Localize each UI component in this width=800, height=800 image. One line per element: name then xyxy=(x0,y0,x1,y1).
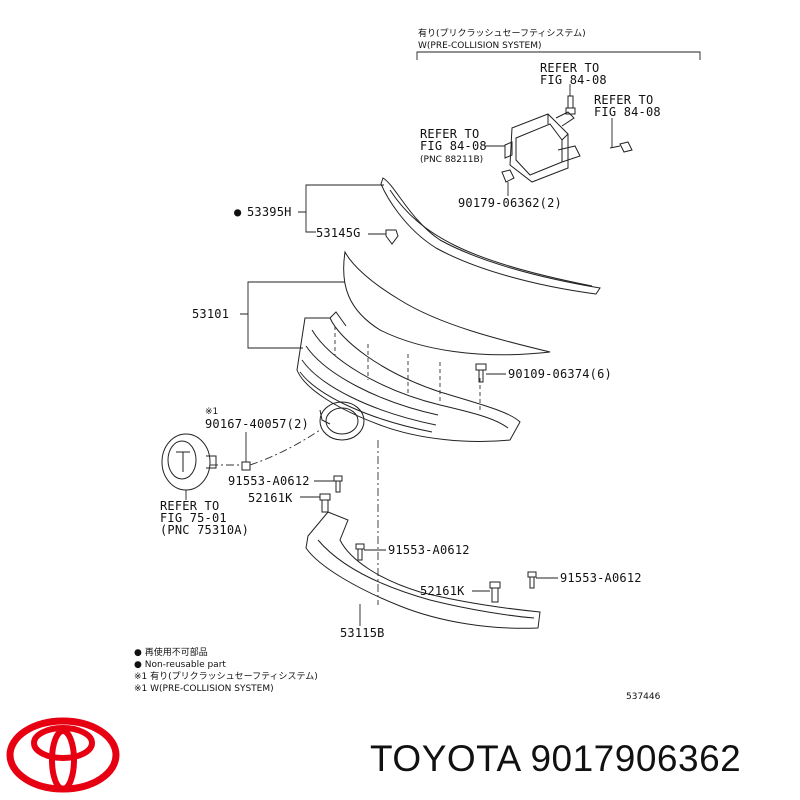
sensor-bolt-right xyxy=(609,141,633,153)
refer-left-line2: FIG 84-08 xyxy=(420,139,487,153)
bracket-52161k-a xyxy=(319,493,331,513)
part-52161k-a-label: 52161K xyxy=(248,491,293,505)
part-9010906374-label: 90109-06374(6) xyxy=(508,367,612,381)
clip-53145g xyxy=(385,229,399,245)
refer-emblem-line2: FIG 75-01 xyxy=(160,511,227,525)
grille-cover-part xyxy=(343,250,551,356)
screw-91553-c xyxy=(527,571,537,589)
part-53115b-label: 53115B xyxy=(340,626,385,640)
legend-line1: ● 再使用不可部品 xyxy=(134,646,208,658)
refer-right-line1: REFER TO xyxy=(594,93,653,107)
part-53101-label: 53101 xyxy=(192,307,229,321)
part-9017906362-label: 90179-06362(2) xyxy=(458,196,562,210)
radar-sensor-part xyxy=(504,111,581,183)
legend-line3: ※1 有り(プリクラッシュセーフティシステム) xyxy=(134,670,318,682)
part-91553-c-label: 91553-A0612 xyxy=(560,571,642,585)
legend-line2: ● Non-reusable part xyxy=(134,660,226,670)
sensor-bolt-top xyxy=(565,95,576,115)
bracket-53395h xyxy=(298,184,384,233)
screw-91553-b xyxy=(355,543,365,561)
screw-91553-a xyxy=(333,475,343,493)
part-52161k-b-label: 52161K xyxy=(420,584,465,598)
bracket-53101 xyxy=(240,281,345,349)
part-91553-a-label: 91553-A0612 xyxy=(228,474,310,488)
condition-en-label: W(PRE-COLLISION SYSTEM) xyxy=(418,41,542,51)
upper-molding-part xyxy=(380,177,601,295)
refer-left-line1: REFER TO xyxy=(420,127,479,141)
diagram-id: 537446 xyxy=(626,692,661,702)
emblem-to-grille-line xyxy=(249,429,321,466)
refer-emblem-line1: REFER TO xyxy=(160,499,219,513)
grille-emblem-ring xyxy=(319,401,365,441)
refer-top-line2: FIG 84-08 xyxy=(540,73,607,87)
refer-top-line1: REFER TO xyxy=(540,61,599,75)
screw-9010906374 xyxy=(475,363,487,383)
part-91553-b-label: 91553-A0612 xyxy=(388,543,470,557)
condition-bracket xyxy=(416,51,701,60)
brand-part-title: TOYOTA 9017906362 xyxy=(370,738,742,779)
emblem-nut xyxy=(241,461,251,471)
part-53395h-label: 53395H xyxy=(247,205,292,219)
radiator-grille-part xyxy=(296,311,521,442)
condition-jp-label: 有り(プリクラッシュセーフティシステム) xyxy=(418,27,586,39)
lower-duct-part xyxy=(305,511,541,629)
refer-left-line3: (PNC 88211B) xyxy=(420,155,483,165)
bracket-52161k-b xyxy=(489,581,501,603)
part-53145g-label: 53145G xyxy=(316,226,361,240)
emblem-part xyxy=(161,433,217,491)
part-9016740057-label: 90167-40057(2) xyxy=(205,417,309,431)
note-mark-label: ※1 xyxy=(205,407,218,417)
refer-emblem-line3: (PNC 75310A) xyxy=(160,523,249,537)
sensor-nut xyxy=(501,169,515,183)
refer-right-line2: FIG 84-08 xyxy=(594,105,661,119)
bullet-53395h: ● xyxy=(234,205,242,219)
legend-line4: ※1 W(PRE-COLLISION SYSTEM) xyxy=(134,684,274,694)
toyota-logo-icon xyxy=(6,717,120,793)
